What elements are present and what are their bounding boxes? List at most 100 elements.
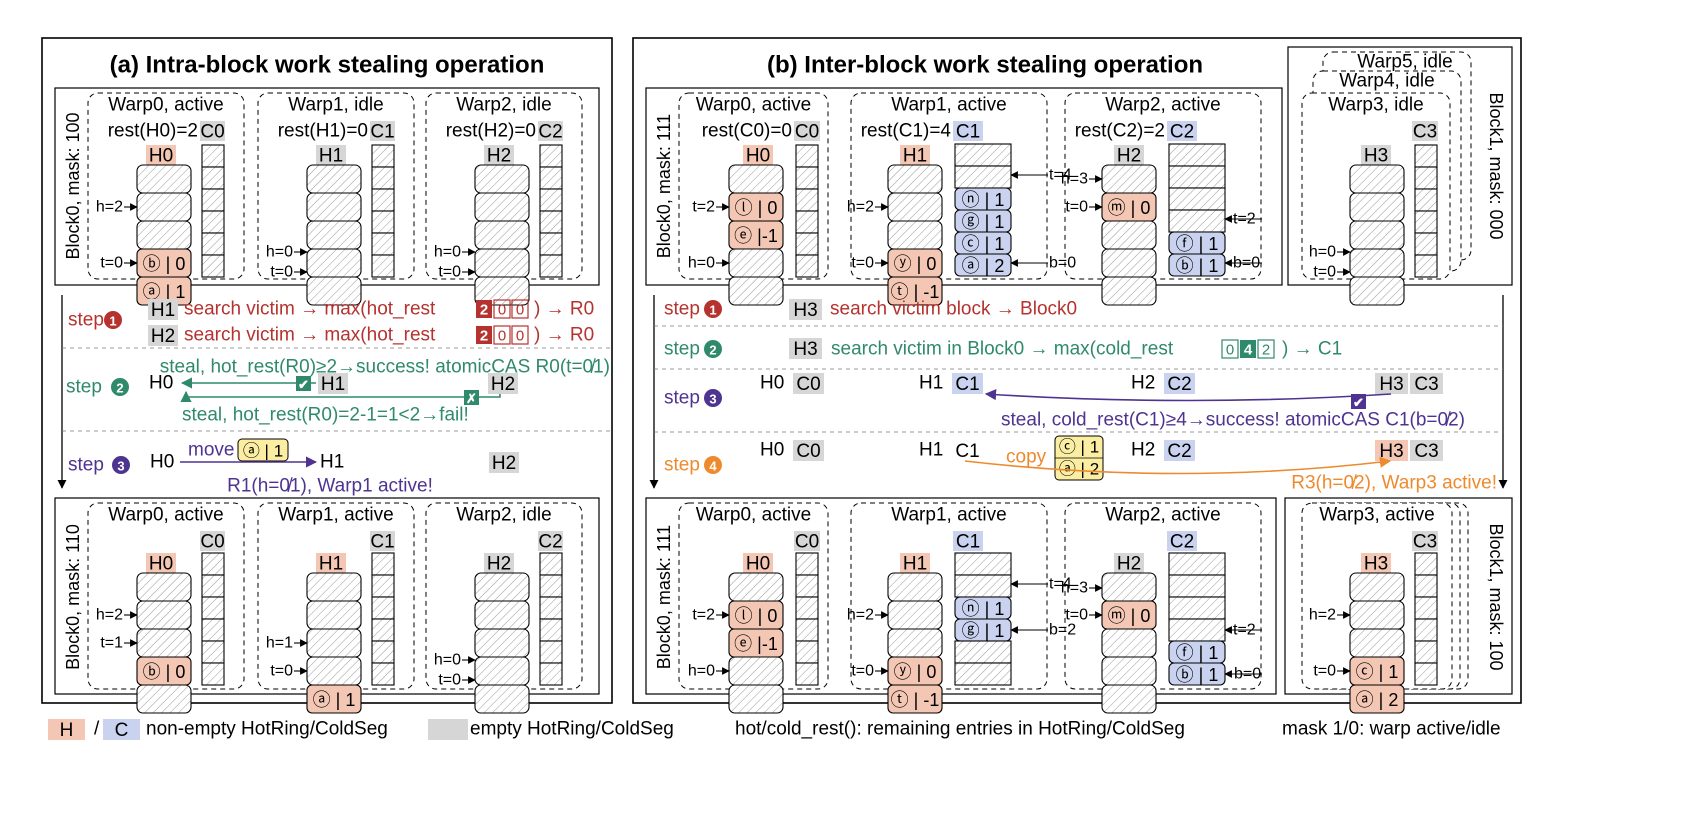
- hotring-label: H0: [149, 554, 173, 575]
- cold-empty-slot: [954, 552, 1012, 576]
- hot-empty-slot: [887, 220, 943, 250]
- cold-empty-slot: [201, 618, 225, 642]
- coldseg-label-bg: [953, 121, 983, 141]
- hotring-label: H0: [746, 146, 770, 167]
- success-check-icon: ✔: [1353, 395, 1364, 410]
- legend-empty: empty HotRing/ColdSeg: [470, 719, 674, 740]
- cold-empty-slot: [954, 640, 1012, 664]
- tail-pointer: t=0: [851, 663, 874, 680]
- hot-empty-slot: [728, 164, 784, 194]
- row-c3: C3: [1414, 374, 1438, 395]
- cold-empty-slot: [954, 574, 1012, 598]
- cold-empty-slot: [201, 662, 225, 686]
- right-top-block0: [645, 87, 1283, 286]
- coldseg-label-bg: [370, 121, 395, 141]
- warp-box: [257, 502, 415, 690]
- warp-box: [425, 502, 583, 690]
- copied-entry: ⓐ | 2: [1059, 460, 1099, 479]
- hotring-label-bg: [1361, 553, 1391, 573]
- move-label: move: [188, 440, 234, 461]
- row-h1: H1: [919, 440, 943, 461]
- step1-h3: H3: [793, 300, 817, 321]
- legend-hot-swatch-bg: [48, 719, 85, 740]
- steal-arrow: [984, 389, 1392, 402]
- cold-empty-slot: [539, 232, 563, 256]
- row-c1-bg: [952, 373, 983, 394]
- step2-h3-bg: [789, 338, 822, 359]
- row-c3-bg: [1410, 373, 1443, 394]
- row-c2-bg: [1164, 373, 1195, 394]
- block-label: Block0, mask: 100: [63, 112, 83, 259]
- hot-empty-slot: [306, 248, 362, 278]
- rest-count: rest(C1)=4: [861, 121, 952, 142]
- hotring-label: H3: [1364, 554, 1388, 575]
- tail-pointer: t=4: [1049, 576, 1072, 593]
- step1-tail: ) → R0: [534, 325, 594, 346]
- coldseg-label-bg: [1167, 531, 1197, 551]
- warp-title: Warp1, active: [278, 505, 393, 526]
- hot-empty-slot: [728, 248, 784, 278]
- cold-empty-slot: [795, 188, 819, 212]
- tail-pointer: t=0: [1065, 199, 1088, 216]
- hot-empty-slot: [474, 684, 530, 714]
- hot-empty-slot: [306, 572, 362, 602]
- hot-empty-slot: [1101, 248, 1157, 278]
- rest-count: rest(H2)=0: [446, 121, 536, 142]
- hotring-label: H0: [746, 554, 770, 575]
- hotring-label: H1: [903, 146, 927, 167]
- coldseg-label-bg: [200, 531, 225, 551]
- copy-arrow: [964, 456, 1392, 475]
- cold-empty-slot: [1414, 144, 1438, 168]
- hot-empty-slot: [887, 628, 943, 658]
- step2-h2-bg: [488, 373, 518, 394]
- hot-entry: [306, 684, 362, 714]
- step3-number-circle: [704, 389, 722, 407]
- bottom-pointer: b=2: [1049, 622, 1076, 639]
- hotring-label: H2: [1117, 146, 1141, 167]
- cold-entry-text: ⓝ | 1: [962, 599, 1005, 619]
- warp-title: Warp0, active: [696, 95, 811, 116]
- cold-entry-text: ⓕ | 1: [1176, 234, 1219, 254]
- cold-empty-slot: [1168, 574, 1226, 598]
- cold-empty-slot: [201, 210, 225, 234]
- bottom-pointer: b=0: [1234, 666, 1261, 683]
- step2-success-text: steal, hot_rest(R0)≥2→success! atomicCAS…: [160, 357, 610, 378]
- hot-entry-text: ⓔ |-1: [734, 634, 778, 654]
- hot-rest-value: 0: [498, 328, 506, 345]
- head-pointer: h=0: [266, 244, 293, 261]
- rest-count: rest(C0)=0: [702, 121, 792, 142]
- hotring-label: H2: [487, 554, 511, 575]
- block-label: Block1, mask: 100: [1486, 523, 1506, 670]
- row-c0: C0: [796, 374, 820, 395]
- bottom-pointer: b=0: [1233, 255, 1260, 272]
- step2-label: step: [664, 339, 700, 360]
- success-check-icon: ✔: [298, 377, 309, 392]
- block-label: Block0, mask: 111: [654, 114, 674, 258]
- step3-h0: H0: [150, 452, 174, 473]
- hot-entry-text: ⓐ | 1: [143, 282, 186, 302]
- warp-box: [1064, 92, 1262, 280]
- step3-text: steal, cold_rest(C1)≥4→success! atomicCA…: [1001, 410, 1465, 431]
- step1-number-circle: [104, 311, 122, 329]
- hot-empty-slot: [474, 248, 530, 278]
- cold-empty-slot: [539, 254, 563, 278]
- hotring-label-bg: [743, 145, 773, 165]
- cold-empty-slot: [371, 210, 395, 234]
- step2-label: step: [66, 377, 102, 398]
- hot-entry: [1349, 684, 1405, 714]
- cold-empty-slot: [795, 166, 819, 190]
- tail-pointer: t=4: [1049, 167, 1072, 184]
- cold-empty-slot: [371, 254, 395, 278]
- success-check-icon-bg: [296, 376, 311, 391]
- hot-entry-text: ⓑ | 0: [143, 254, 186, 274]
- warp-box: [257, 92, 415, 280]
- hot-rest-cell: [493, 299, 511, 319]
- cold-entry-text: ⓐ | 2: [962, 256, 1005, 276]
- row-c0: C0: [796, 441, 820, 462]
- coldseg-label: C1: [370, 122, 394, 143]
- step3-h2: H2: [492, 453, 516, 474]
- cold-empty-slot: [1414, 552, 1438, 576]
- warp-box: [1064, 502, 1262, 690]
- cold-empty-slot: [954, 662, 1012, 686]
- warp-title: Warp0, active: [108, 95, 223, 116]
